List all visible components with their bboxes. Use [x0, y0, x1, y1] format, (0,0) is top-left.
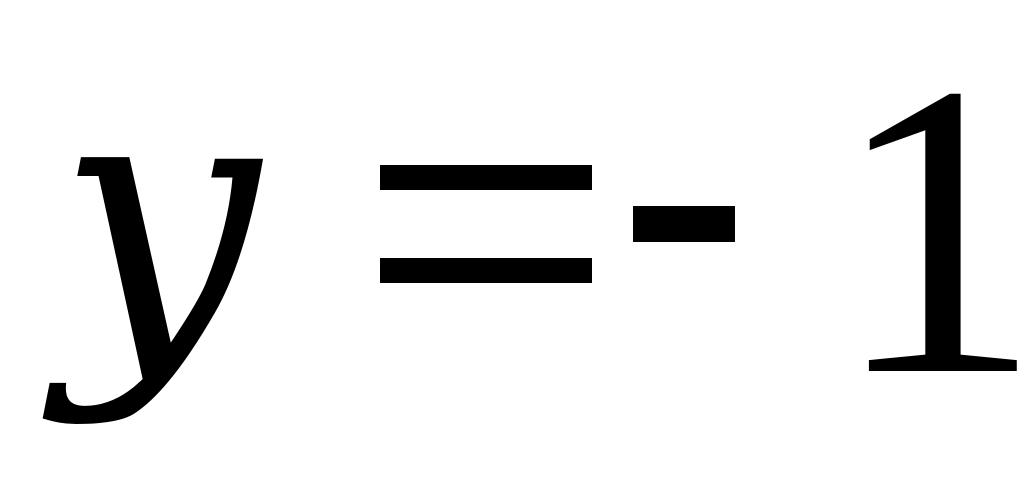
equals-sign: =: [380, 165, 592, 283]
minus-sign-text: -: [633, 206, 634, 207]
digit-one: 1: [832, 0, 1024, 462]
equals-top-bar: [380, 165, 592, 190]
minus-sign: -: [633, 206, 735, 242]
equals-bottom-bar: [380, 258, 592, 283]
variable-y: y: [56, 10, 260, 429]
